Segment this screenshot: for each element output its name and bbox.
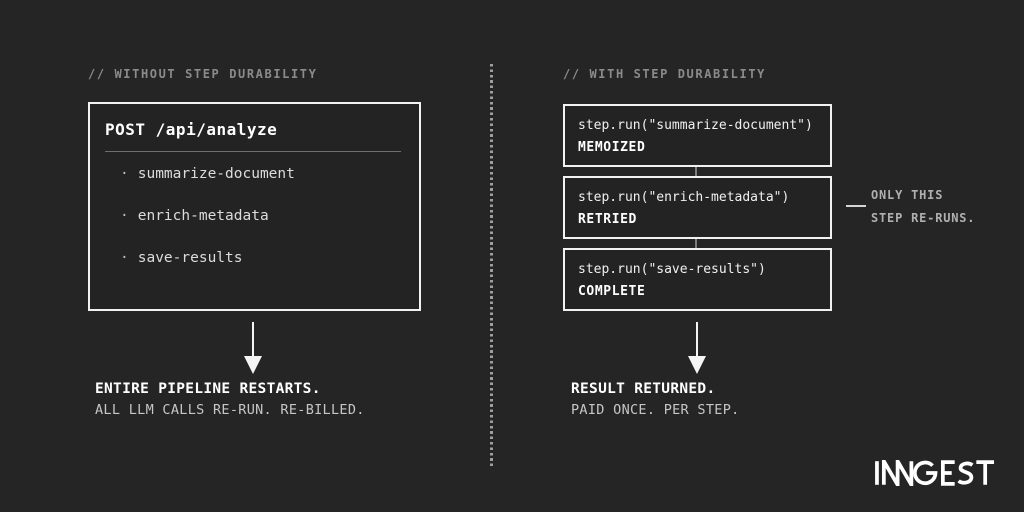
request-title: POST /api/analyze <box>105 120 278 139</box>
pipeline-step-label: enrich-metadata <box>137 208 269 224</box>
step-code: step.run("enrich-metadata") <box>578 190 790 205</box>
list-item: · summarize-document <box>120 164 419 184</box>
step-code: step.run("summarize-document") <box>578 118 813 133</box>
logo-letter-s <box>957 461 974 485</box>
step-status-badge: MEMOIZED <box>578 140 646 155</box>
pipeline-request-box: POST /api/analyze · summarize-document ·… <box>88 102 421 311</box>
arrow-shaft <box>252 322 254 356</box>
step-status-badge: RETRIED <box>578 212 637 227</box>
step-connector-line <box>695 239 697 249</box>
annotation-tick-icon <box>846 205 866 207</box>
dotted-divider <box>490 64 493 466</box>
step-card-enrich: step.run("enrich-metadata") RETRIED <box>563 176 832 239</box>
arrow-head <box>244 356 262 374</box>
logo-letters-nn <box>881 460 914 486</box>
bullet-dot-icon: · <box>120 208 129 224</box>
list-item: · enrich-metadata <box>120 206 419 226</box>
right-caption-secondary: PAID ONCE. PER STEP. <box>571 402 740 418</box>
bullet-dot-icon: · <box>120 166 129 182</box>
arrow-head <box>688 356 706 374</box>
annotation-line-1: ONLY THIS <box>871 188 944 202</box>
inngest-logo <box>874 460 996 486</box>
pipeline-step-label: save-results <box>137 250 243 266</box>
left-caption-primary: ENTIRE PIPELINE RESTARTS. <box>95 381 321 397</box>
step-status-badge: COMPLETE <box>578 284 646 299</box>
right-column-header: // WITH STEP DURABILITY <box>563 67 766 81</box>
logo-letter-g <box>913 460 938 486</box>
arrow-shaft <box>696 322 698 356</box>
list-item: · save-results <box>120 248 419 268</box>
pipeline-step-label: summarize-document <box>137 166 295 182</box>
left-column-header: // WITHOUT STEP DURABILITY <box>88 67 318 81</box>
step-connector-line <box>695 167 697 177</box>
pipeline-step-list: · summarize-document · enrich-metadata ·… <box>90 164 419 268</box>
logo-letter-t <box>976 460 995 485</box>
step-code: step.run("save-results") <box>578 262 766 277</box>
logo-letter-e <box>941 460 955 486</box>
right-caption-primary: RESULT RETURNED. <box>571 381 716 397</box>
step-card-save: step.run("save-results") COMPLETE <box>563 248 832 311</box>
request-title-divider <box>105 151 401 152</box>
step-card-summarize: step.run("summarize-document") MEMOIZED <box>563 104 832 167</box>
annotation-line-2: STEP RE-RUNS. <box>871 211 976 225</box>
left-caption-secondary: ALL LLM CALLS RE-RUN. RE-BILLED. <box>95 402 365 418</box>
bullet-dot-icon: · <box>120 250 129 266</box>
